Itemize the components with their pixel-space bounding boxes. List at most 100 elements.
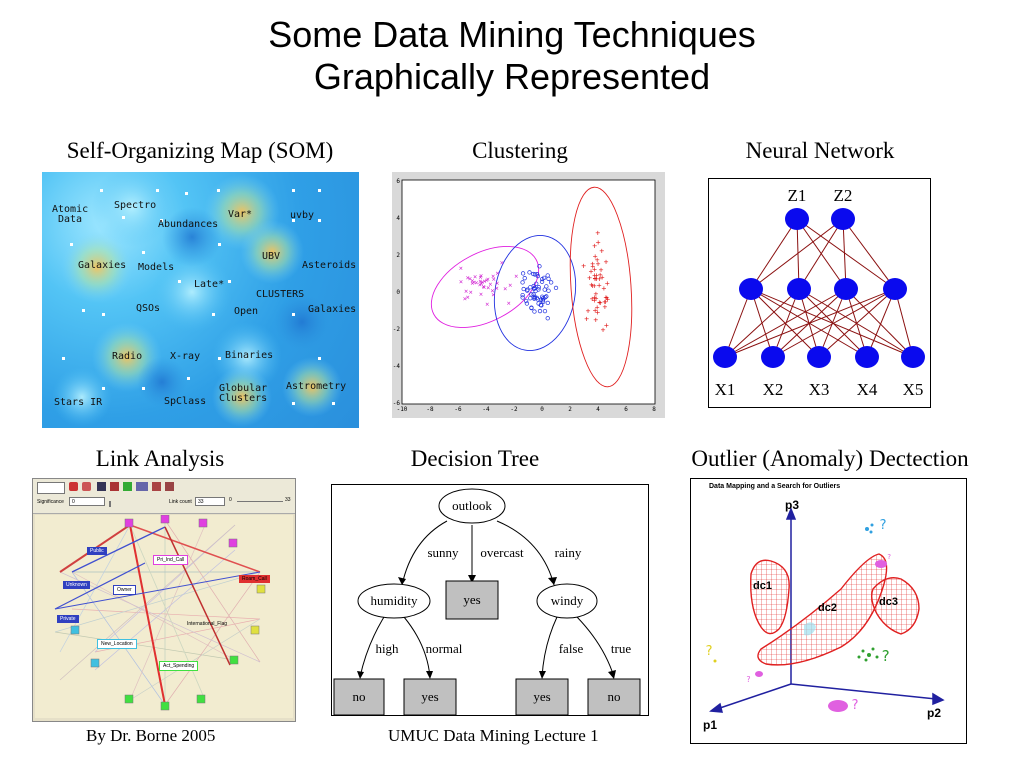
som-label-astrometry: Astrometry [286,381,347,392]
magenta-point: × [491,273,495,281]
blue-point [532,272,538,277]
red-point: + [598,299,603,308]
link-node-square[interactable] [228,538,238,548]
xtick-4: -2 [510,406,518,413]
red-point: + [599,246,604,255]
magenta-point: × [485,276,489,284]
outlier-points: ? ? ? ? ? ? [705,518,891,713]
neural-network-svg: Z1 Z2 X1 X2 X3 X4 X5 [713,186,925,399]
red-point: + [601,326,606,335]
link-count-input[interactable]: 33 [195,497,225,506]
link-node-pri-ind-call[interactable]: Pri_Ind_Call [153,555,189,565]
significance-slider[interactable] [109,501,111,507]
link-node-international-flag[interactable]: International_Flag [187,621,228,627]
red-point: + [596,238,601,247]
magenta-point: × [480,279,484,287]
blue-point [524,301,530,306]
magenta-point: × [478,273,482,281]
red-point: + [605,279,610,288]
link-node-square[interactable] [160,701,170,711]
link-node-square[interactable] [70,625,80,635]
link-node-unknown[interactable]: Unknown [63,581,90,589]
toolbar-icon-2[interactable] [82,482,91,491]
xtick-6: 2 [568,406,572,413]
magenta-point: × [500,259,504,267]
link-count-slider[interactable] [237,501,283,502]
xtick-8: 6 [624,406,628,413]
link-node-square[interactable] [196,694,206,704]
red-point: + [584,315,589,324]
red-point: + [590,262,595,271]
red-point: + [592,271,597,280]
question-mark-icon: ? [879,518,887,533]
magenta-point: × [466,293,470,301]
magenta-point: × [508,281,512,289]
red-point: + [590,282,595,291]
som-label-late: Late* [194,279,225,290]
link-node-square[interactable] [90,658,100,668]
strong-link-5 [54,562,146,610]
ytick-4: -2 [393,326,401,333]
ytick-6: -6 [393,400,401,407]
toolbar-icon-8[interactable] [165,482,174,491]
toolbar-icon-1[interactable] [69,482,78,491]
toolbar-icon-4[interactable] [110,482,119,491]
network-connections [724,218,914,358]
magenta-point: × [473,273,477,281]
red-point: + [592,282,597,291]
decision-tree-svg: outlook humidity windy yes no yes yes no… [333,488,641,715]
link-node-square[interactable] [124,694,134,704]
link-node-owner[interactable]: Owner [113,585,136,595]
node-humidity [357,583,431,619]
toolbar-icon-3[interactable] [97,482,106,491]
toolbar-icon-7[interactable] [152,482,161,491]
blue-point [542,287,547,292]
red-point: + [605,293,610,302]
som-label-var: Var* [228,209,253,220]
blue-point [540,276,545,282]
magenta-point: × [486,276,490,284]
leaf-no-true [587,678,641,715]
output-neuron [831,208,855,230]
blue-point [537,264,542,269]
xtick-3: -4 [482,406,490,413]
som-label-atomic: Atomic [52,204,89,215]
label-x2: X2 [763,380,784,399]
red-cluster-ellipse [569,186,633,388]
blue-point [524,298,529,304]
toolbar-icon-6[interactable] [136,482,148,491]
som-label-spectro: Spectro [114,200,157,211]
red-point: + [587,273,592,282]
toolbar-icon-5[interactable] [123,482,132,491]
link-node-roam-call[interactable]: Roam_Call [239,575,270,583]
red-point: + [593,290,598,299]
magenta-point: × [495,285,499,293]
link-node-square[interactable] [198,518,208,528]
leaf-no-high [333,678,385,715]
magenta-point: × [478,278,482,286]
som-heat-overlay [52,172,342,427]
link-node-square[interactable] [160,515,170,524]
link-node-new-location[interactable]: New_Location [97,639,137,649]
link-node-square[interactable] [256,584,266,594]
toolbar-select[interactable] [37,482,65,494]
link-node-act-spending[interactable]: Act_Spending [159,661,199,671]
link-node-private[interactable]: Private [57,615,79,623]
magenta-point: × [492,276,496,284]
blue-point [520,271,526,276]
significance-input[interactable]: 0 [69,497,105,506]
blue-point [531,271,536,277]
input-neuron [855,346,879,368]
link-node-public[interactable]: Public [87,547,107,555]
connection [724,288,752,358]
link-node-square[interactable] [124,518,134,528]
magenta-point: × [486,284,490,292]
link-node-square[interactable] [250,625,260,635]
cyan-blob [804,622,816,636]
red-point: + [604,293,609,302]
label-leaf-5: no [608,689,621,704]
magenta-point: × [472,279,476,287]
som-label-binaries: Binaries [225,350,274,361]
link-node-square[interactable] [229,655,239,665]
xtick-2: -6 [454,406,462,413]
